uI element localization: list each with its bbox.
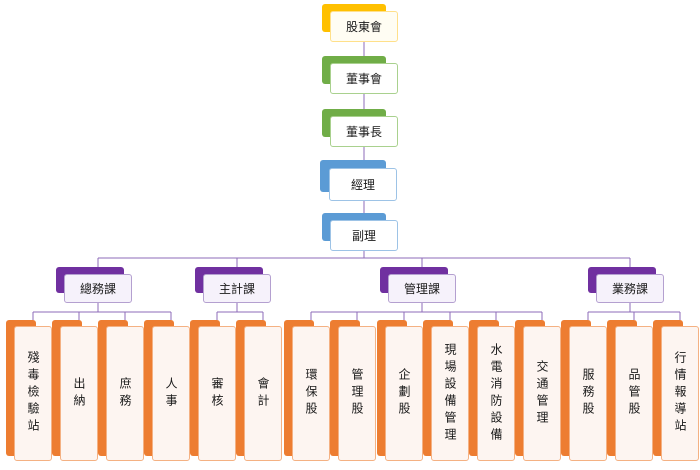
- general-affairs-section-label: 總務課: [64, 274, 132, 303]
- unit-accounting-1-label: 審核: [198, 326, 236, 461]
- unit-business-1: 服務股: [561, 320, 607, 461]
- unit-management-3: 企劃股: [377, 320, 423, 461]
- unit-management-5: 水電消防設備: [469, 320, 515, 461]
- unit-general-affairs-4: 人事: [144, 320, 190, 461]
- unit-accounting-2-label: 會計: [244, 326, 282, 461]
- unit-management-5-label: 水電消防設備: [477, 326, 515, 461]
- unit-accounting-1: 審核: [190, 320, 236, 461]
- chairman: 董事長: [322, 109, 398, 147]
- unit-business-3-label: 行情報導站: [661, 326, 699, 461]
- unit-management-1: 環保股: [284, 320, 330, 461]
- business-section: 業務課: [588, 267, 664, 303]
- unit-general-affairs-4-label: 人事: [152, 326, 190, 461]
- management-section: 管理課: [380, 267, 456, 303]
- board-of-directors: 董事會: [322, 56, 398, 94]
- unit-general-affairs-1-label: 殘毒檢驗站: [14, 326, 52, 461]
- unit-management-4: 現場設備管理: [423, 320, 469, 461]
- deputy-manager-label: 副理: [330, 220, 398, 251]
- general-affairs-section: 總務課: [56, 267, 132, 303]
- unit-general-affairs-2-label: 出納: [60, 326, 98, 461]
- unit-management-6-label: 交通管理: [523, 326, 561, 461]
- unit-general-affairs-3: 庶務: [98, 320, 144, 461]
- accounting-section: 主計課: [195, 267, 271, 303]
- unit-general-affairs-3-label: 庶務: [106, 326, 144, 461]
- chairman-label: 董事長: [330, 116, 398, 147]
- unit-management-3-label: 企劃股: [385, 326, 423, 461]
- deputy-manager: 副理: [322, 213, 398, 251]
- unit-management-4-label: 現場設備管理: [431, 326, 469, 461]
- unit-business-3: 行情報導站: [653, 320, 699, 461]
- unit-business-1-label: 服務股: [569, 326, 607, 461]
- unit-management-6: 交通管理: [515, 320, 561, 461]
- unit-management-2-label: 管理股: [338, 326, 376, 461]
- business-section-label: 業務課: [596, 274, 664, 303]
- management-section-label: 管理課: [388, 274, 456, 303]
- shareholders-meeting-label: 股東會: [330, 11, 398, 42]
- general-manager-label: 經理: [329, 168, 397, 201]
- accounting-section-label: 主計課: [203, 274, 271, 303]
- unit-business-2-label: 品管股: [615, 326, 653, 461]
- unit-management-2: 管理股: [330, 320, 376, 461]
- unit-management-1-label: 環保股: [292, 326, 330, 461]
- unit-general-affairs-2: 出納: [52, 320, 98, 461]
- unit-accounting-2: 會計: [236, 320, 282, 461]
- unit-general-affairs-1: 殘毒檢驗站: [6, 320, 52, 461]
- board-of-directors-label: 董事會: [330, 63, 398, 94]
- shareholders-meeting: 股東會: [322, 4, 398, 42]
- unit-business-2: 品管股: [607, 320, 653, 461]
- general-manager: 經理: [320, 160, 397, 201]
